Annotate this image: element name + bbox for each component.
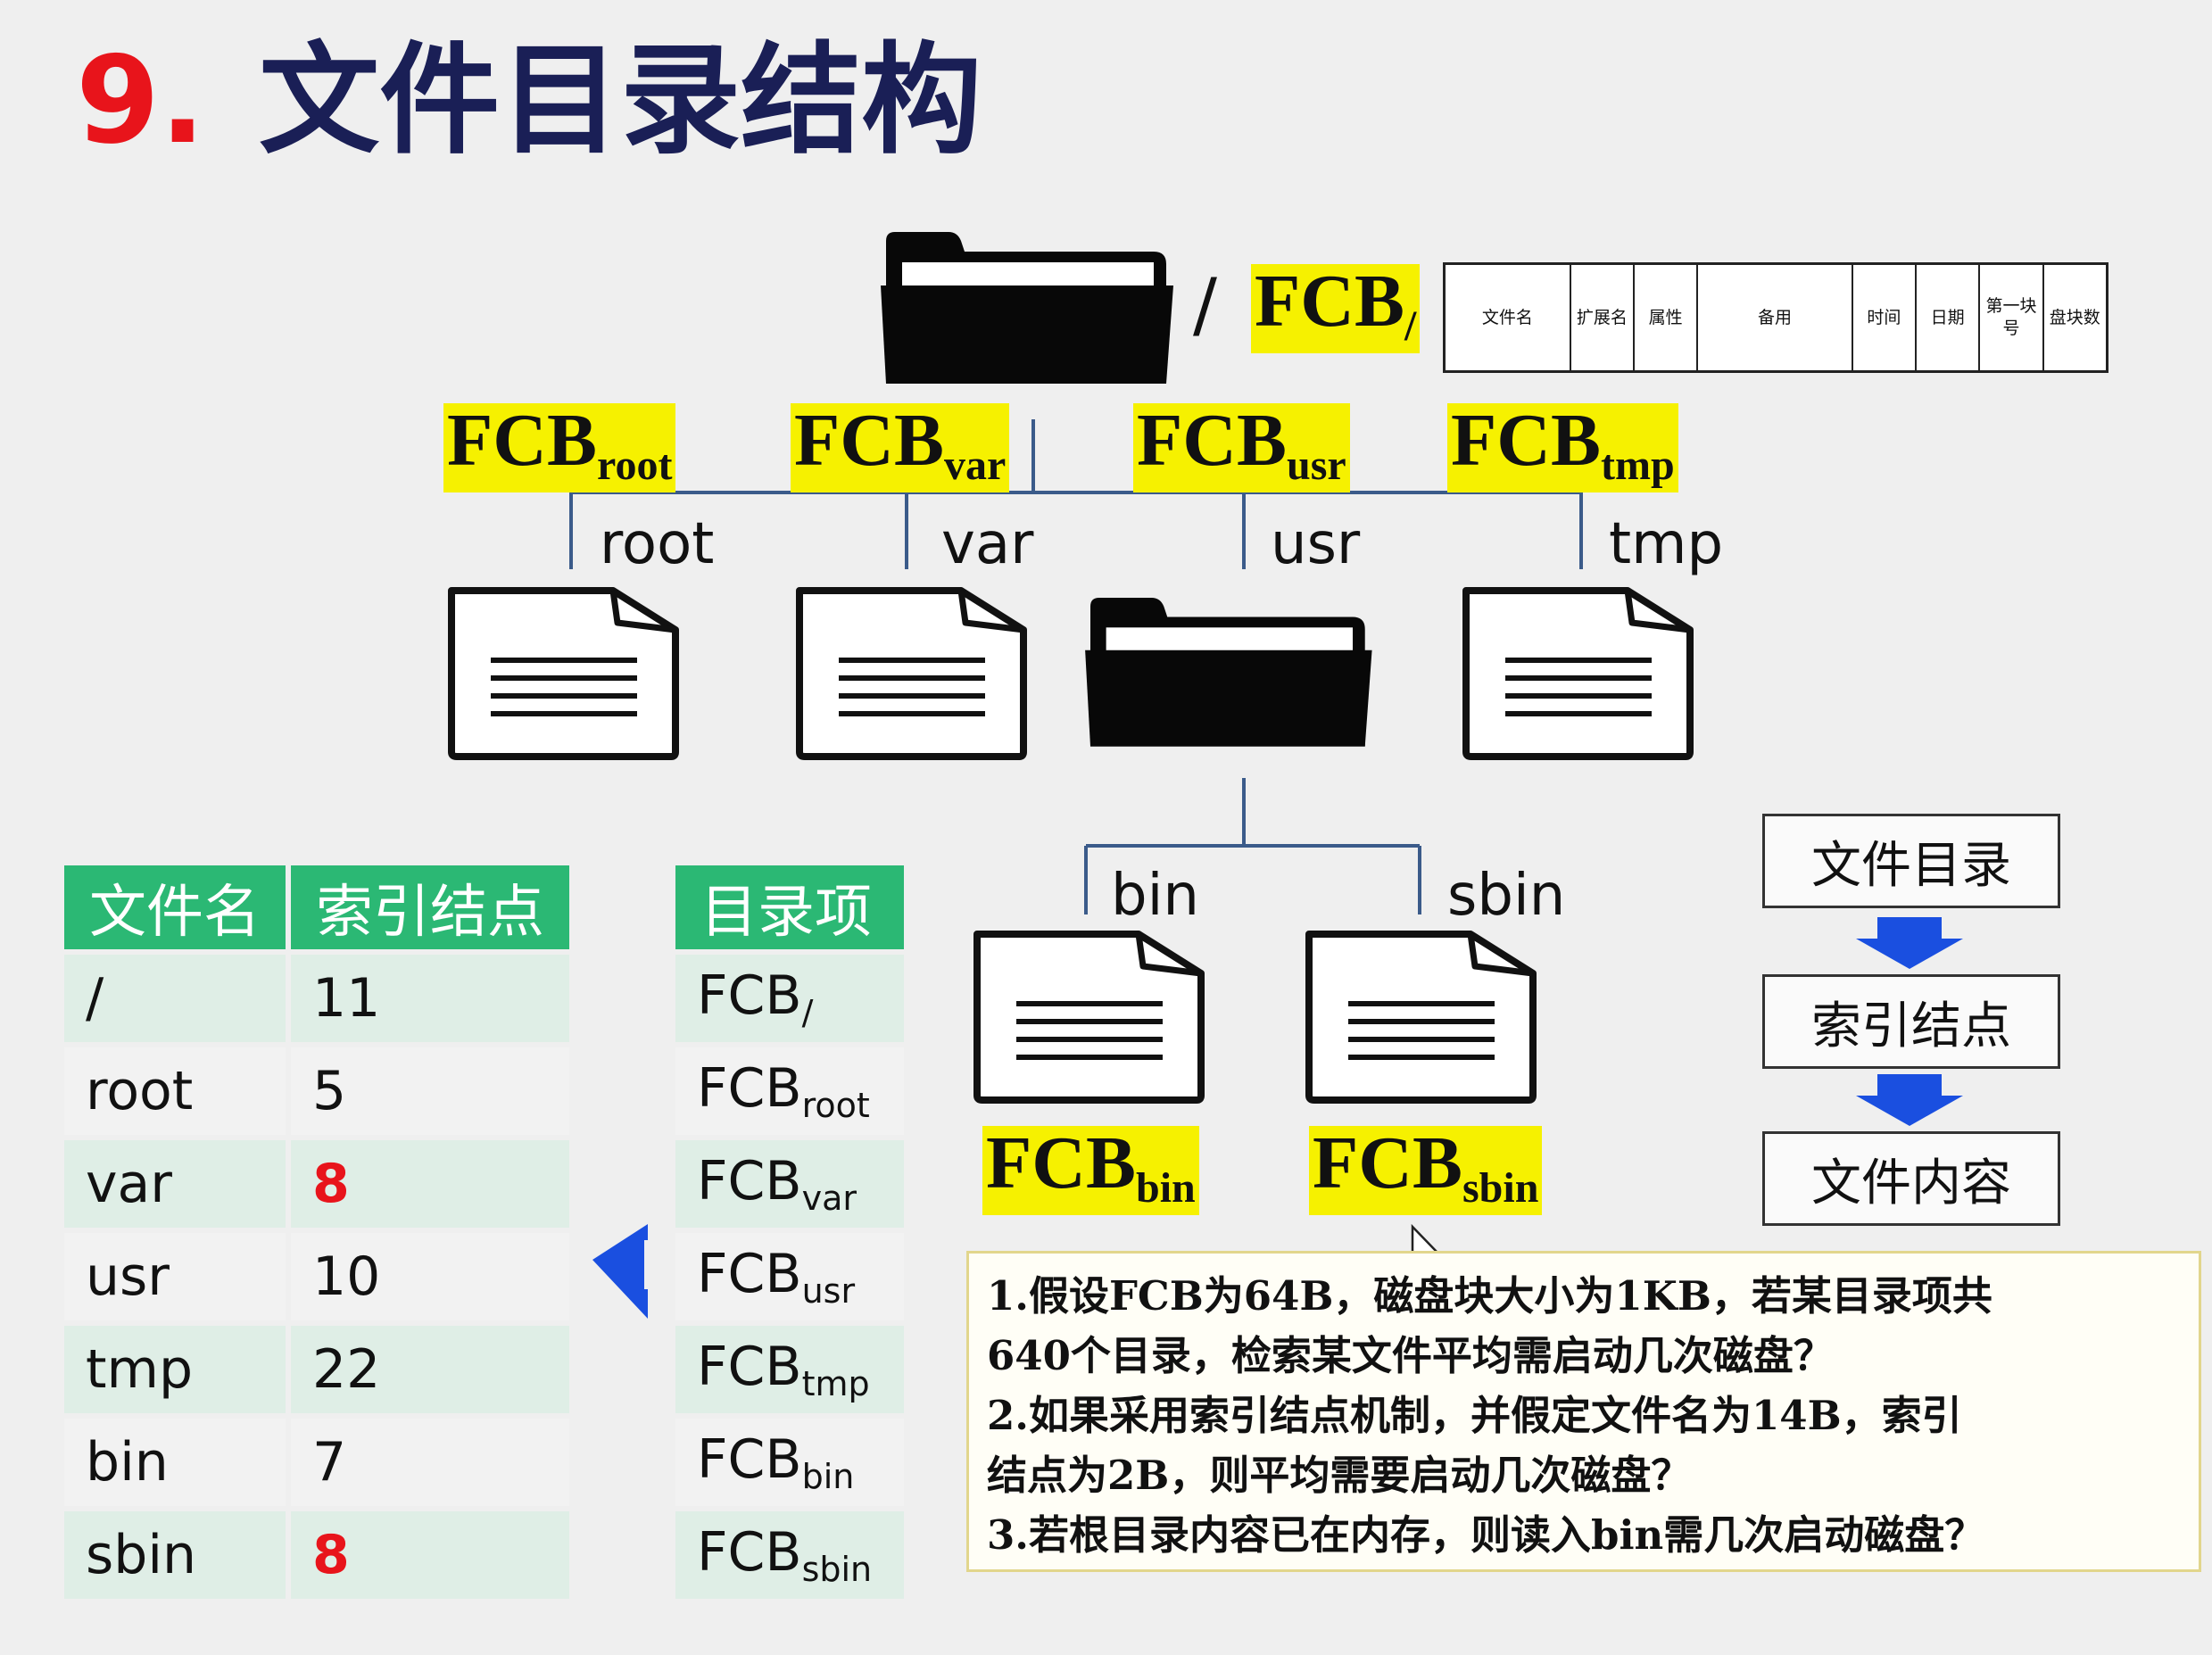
inode-cell-highlight: 8 <box>291 1511 575 1599</box>
filename-cell: var <box>64 1140 291 1228</box>
dir-entry-cell: FCBtmp <box>675 1326 909 1413</box>
node-label-usr: usr <box>1271 511 1361 577</box>
filename-cell: sbin <box>64 1511 291 1599</box>
var-file-icon <box>799 591 1023 757</box>
node-label-bin: bin <box>1111 863 1199 929</box>
inode-cell-highlight: 8 <box>291 1140 575 1228</box>
usr-folder-icon <box>1085 598 1372 747</box>
table-row: FCBusr <box>675 1233 909 1320</box>
question-line: 1.假设FCB为64B，磁盘块大小为1KB，若某目录项共 <box>987 1272 1992 1320</box>
column-header-inode: 索引结点 <box>291 865 575 949</box>
filename-cell: usr <box>64 1233 291 1320</box>
fcb-field: 属性 <box>1635 265 1699 370</box>
filename-cell: root <box>64 1047 291 1135</box>
table-row: FCBvar <box>675 1140 909 1228</box>
down-arrow-icon <box>1856 917 1963 969</box>
dir-entry-cell: FCBvar <box>675 1140 909 1228</box>
question-box: 1.假设FCB为64B，磁盘块大小为1KB，若某目录项共 640个目录，检索某文… <box>966 1251 2201 1572</box>
question-line: 3.若根目录内容已在内存，则读入bin需几次启动磁盘？ <box>987 1511 1985 1559</box>
inode-cell: 7 <box>291 1419 575 1506</box>
fcb-field: 盘块数 <box>2049 307 2100 327</box>
table-row: FCBroot <box>675 1047 909 1135</box>
column-header-filename: 文件名 <box>64 865 291 949</box>
inode-cell: 22 <box>291 1326 575 1413</box>
fcb-field: 备用 <box>1698 265 1853 370</box>
dir-entry-cell: FCBroot <box>675 1047 909 1135</box>
fcb-root-dir-label: FCB/ <box>1251 264 1421 353</box>
title-number: 9. <box>76 30 206 170</box>
fcb-field: 第一块号 <box>1980 265 2044 370</box>
flow-box-inode: 索引结点 <box>1762 974 2060 1069</box>
filename-cell: / <box>64 955 291 1042</box>
inode-cell: 5 <box>291 1047 575 1135</box>
inode-cell: 11 <box>291 955 575 1042</box>
root-file-icon <box>452 591 675 757</box>
root-slash: / <box>1193 263 1217 346</box>
table-row: /11 <box>64 955 575 1042</box>
fcb-label-root: FCBroot <box>443 403 676 492</box>
bin-file-icon <box>977 934 1201 1100</box>
fcb-label-tmp: FCBtmp <box>1447 403 1678 492</box>
title-text: 文件目录结构 <box>259 30 982 170</box>
left-arrow-icon <box>592 1224 648 1319</box>
fcb-field: 扩展名 <box>1571 265 1635 370</box>
flow-box-directory: 文件目录 <box>1762 814 2060 908</box>
inode-cell: 10 <box>291 1233 575 1320</box>
directory-entry-table: 目录项 FCB/ FCBroot FCBvar FCBusr FCBtmp FC… <box>675 860 909 1604</box>
question-line: 结点为2B，则平均需要启动几次磁盘？ <box>987 1452 1692 1499</box>
node-label-sbin: sbin <box>1447 863 1566 929</box>
tree-lines <box>569 419 1583 914</box>
fcb-label-usr: FCBusr <box>1133 403 1350 492</box>
down-arrow-icon <box>1856 1074 1963 1126</box>
root-folder-icon <box>881 232 1173 384</box>
fcb-label-bin: FCBbin <box>982 1126 1199 1215</box>
table-row: FCBsbin <box>675 1511 909 1599</box>
node-label-var: var <box>941 511 1034 577</box>
dir-entry-cell: FCBsbin <box>675 1511 909 1599</box>
filename-cell: bin <box>64 1419 291 1506</box>
dir-entry-cell: FCB/ <box>675 955 909 1042</box>
fcb-label-var: FCBvar <box>791 403 1010 492</box>
column-header-dir-entry: 目录项 <box>675 865 909 949</box>
dir-entry-cell: FCBusr <box>675 1233 909 1320</box>
tmp-file-icon <box>1466 591 1690 757</box>
table-row: FCB/ <box>675 955 909 1042</box>
table-row: FCBtmp <box>675 1326 909 1413</box>
dir-entry-cell: FCBbin <box>675 1419 909 1506</box>
fcb-field: 日期 <box>1917 265 1981 370</box>
table-row: FCBbin <box>675 1419 909 1506</box>
filename-cell: tmp <box>64 1326 291 1413</box>
node-label-root: root <box>600 511 715 577</box>
question-line: 640个目录，检索某文件平均需启动几次磁盘？ <box>987 1332 1834 1379</box>
flow-box-content: 文件内容 <box>1762 1131 2060 1226</box>
fcb-structure-table: 文件名 扩展名 属性 备用 时间 日期 第一块号 盘块数 <box>1443 262 2108 373</box>
node-label-tmp: tmp <box>1609 511 1724 577</box>
fcb-field: 时间 <box>1853 265 1917 370</box>
fcb-label-sbin: FCBsbin <box>1309 1126 1543 1215</box>
sbin-file-icon <box>1309 934 1533 1100</box>
question-line: 2.如果采用索引结点机制，并假定文件名为14B，索引 <box>987 1392 1962 1439</box>
fcb-field: 文件名 <box>1446 265 1571 370</box>
page-title: 9.文件目录结构 <box>76 40 982 161</box>
